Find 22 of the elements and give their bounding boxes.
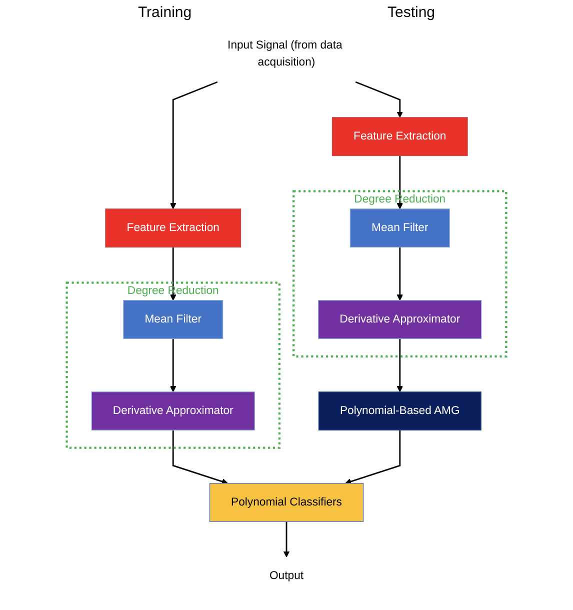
column-label: Testing: [388, 4, 436, 21]
node-box: Polynomial-Based AMG: [318, 391, 482, 430]
node-box: Feature Extraction: [105, 208, 242, 248]
node-text: Input Signal (from data acquisition): [228, 39, 342, 69]
node-text: Output: [269, 570, 304, 582]
column-label: Training: [138, 4, 192, 21]
node-box: Polynomial Classifiers: [209, 482, 364, 522]
arrow: [355, 81, 403, 118]
arrow: [172, 430, 228, 485]
node-box: Feature Extraction: [332, 117, 468, 156]
arrow: [396, 338, 403, 392]
arrow: [170, 247, 176, 301]
node-box: Derivative Approximator: [318, 300, 482, 339]
arrow: [345, 430, 401, 485]
arrow: [170, 338, 176, 392]
node-box: Mean Filter: [350, 208, 450, 248]
arrow: [396, 156, 403, 210]
arrow: [396, 247, 403, 301]
arrow: [283, 522, 290, 558]
arrow: [170, 81, 218, 210]
node-box: Derivative Approximator: [91, 391, 255, 430]
node-box: Mean Filter: [123, 300, 224, 339]
